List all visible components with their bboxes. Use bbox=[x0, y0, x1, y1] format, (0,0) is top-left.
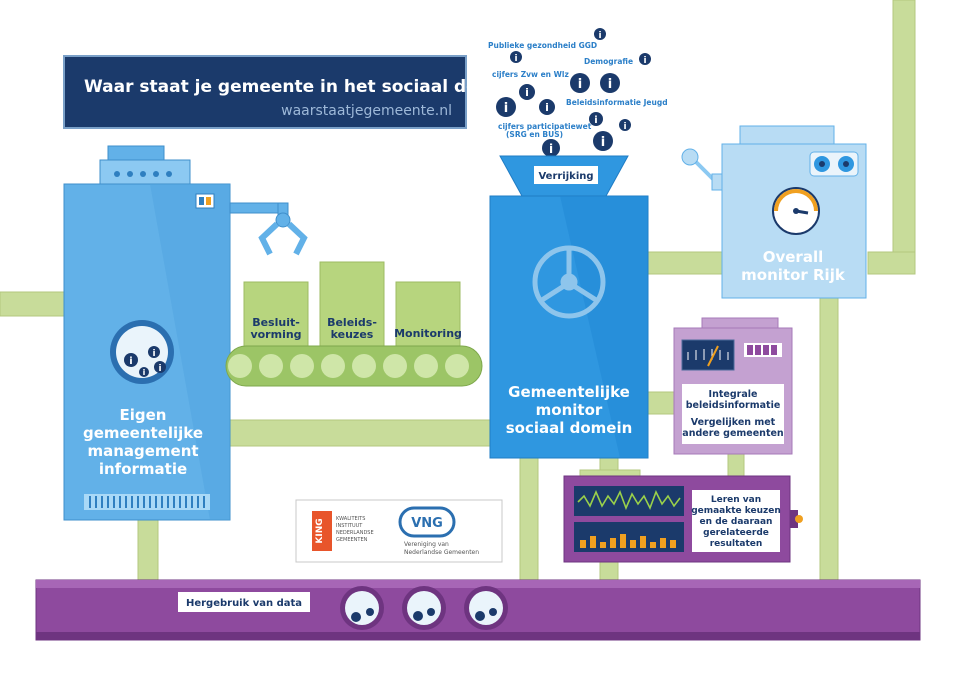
svg-text:i: i bbox=[545, 101, 549, 114]
svg-text:beleidsinformatie: beleidsinformatie bbox=[686, 400, 781, 411]
conveyor-box-beleidskeuzes: Beleids- bbox=[327, 316, 377, 329]
leren-label: Leren van bbox=[711, 495, 761, 505]
bars-icon bbox=[580, 534, 676, 548]
logos-panel: KING KWALITEITS INSTITUUT NEDERLANDSE GE… bbox=[295, 499, 503, 563]
left-machine-label: Eigen gemeentelijke management informati… bbox=[83, 406, 203, 478]
svg-text:Eigen: Eigen bbox=[120, 406, 167, 424]
svg-text:i: i bbox=[525, 86, 529, 99]
svg-text:i: i bbox=[594, 115, 597, 126]
rijk-machine-label: Overall monitor Rijk bbox=[741, 248, 846, 284]
svg-text:management: management bbox=[87, 442, 198, 460]
hergebruik-label: Hergebruik van data bbox=[186, 598, 302, 609]
svg-text:i: i bbox=[578, 77, 582, 92]
source-zvw-wlz: cijfers Zvw en Wlz bbox=[492, 70, 569, 79]
left-machine: i i i i Eigen gemeentelijke management i… bbox=[63, 145, 231, 521]
svg-text:i: i bbox=[623, 122, 626, 132]
integrale-beleidsinformatie-label: Integrale bbox=[709, 389, 758, 400]
svg-text:i: i bbox=[152, 349, 155, 359]
svg-text:Vereniging van: Vereniging van bbox=[404, 541, 449, 548]
source-demografie: Demografie bbox=[584, 57, 633, 66]
svg-text:i: i bbox=[608, 77, 612, 92]
header-banner: Waar staat je gemeente in het sociaal do… bbox=[63, 55, 535, 129]
svg-text:andere gemeenten: andere gemeenten bbox=[682, 428, 784, 439]
svg-text:KING: KING bbox=[315, 518, 325, 543]
gauge-icon bbox=[772, 187, 820, 235]
left-porthole: i i i i bbox=[110, 320, 174, 384]
svg-text:i: i bbox=[549, 142, 553, 156]
king-logo: KING KWALITEITS INSTITUUT NEDERLANDSE GE… bbox=[312, 511, 374, 551]
svg-text:i: i bbox=[129, 356, 132, 367]
svg-text:i: i bbox=[601, 135, 605, 150]
header-title: Waar staat je gemeente in het sociaal do… bbox=[84, 77, 535, 97]
svg-text:i: i bbox=[643, 56, 646, 66]
conveyor: Besluit- vorming Beleids- keuzes Monitor… bbox=[225, 261, 483, 387]
svg-text:resultaten: resultaten bbox=[710, 539, 763, 549]
source-srg-bus: (SRG en BUS) bbox=[506, 130, 563, 139]
conveyor-box-monitoring: Monitoring bbox=[394, 327, 462, 340]
funnel-label: Verrijking bbox=[538, 171, 593, 182]
leren-console: Leren van gemaakte keuzen en de daaraan … bbox=[563, 475, 803, 563]
svg-text:i: i bbox=[158, 364, 161, 374]
vergelijken-label: Vergelijken met bbox=[691, 417, 776, 428]
pipes bbox=[0, 0, 916, 595]
rijk-machine: Overall monitor Rijk bbox=[681, 125, 867, 299]
bottom-pipe: Hergebruik van data bbox=[35, 579, 921, 641]
svg-text:Gemeentelijke: Gemeentelijke bbox=[508, 383, 630, 401]
vng-logo: VNG Vereniging van Nederlandse Gemeenten bbox=[398, 506, 479, 556]
svg-text:en de daaraan: en de daaraan bbox=[700, 517, 773, 527]
svg-text:Nederlandse Gemeenten: Nederlandse Gemeenten bbox=[404, 549, 479, 556]
svg-text:Overall: Overall bbox=[763, 248, 824, 266]
svg-text:KWALITEITS: KWALITEITS bbox=[336, 516, 365, 522]
waveform-icon bbox=[577, 489, 681, 511]
svg-text:monitor Rijk: monitor Rijk bbox=[741, 266, 846, 284]
svg-text:i: i bbox=[504, 101, 508, 116]
svg-text:NEDERLANDSE: NEDERLANDSE bbox=[336, 530, 374, 536]
svg-text:informatie: informatie bbox=[99, 460, 187, 478]
bottom-portholes bbox=[340, 586, 508, 630]
svg-text:sociaal domein: sociaal domein bbox=[506, 419, 633, 437]
header-url: waarstaatjegemeente.nl bbox=[281, 103, 452, 119]
info-icons: i i i i i i i i i i i i bbox=[496, 28, 651, 157]
svg-text:i: i bbox=[514, 54, 517, 64]
robot-arm bbox=[229, 202, 308, 256]
svg-text:GEMEENTEN: GEMEENTEN bbox=[336, 537, 368, 543]
svg-text:gerelateerde: gerelateerde bbox=[703, 528, 769, 538]
svg-text:vorming: vorming bbox=[250, 328, 301, 341]
integrale-console: Integrale beleidsinformatie Vergelijken … bbox=[673, 317, 793, 455]
funnel: Verrijking bbox=[499, 155, 629, 197]
svg-text:VNG: VNG bbox=[411, 516, 443, 531]
svg-text:i: i bbox=[143, 368, 146, 377]
svg-text:monitor: monitor bbox=[536, 401, 603, 419]
svg-text:gemeentelijke: gemeentelijke bbox=[83, 424, 203, 442]
center-machine-label: Gemeentelijke monitor sociaal domein bbox=[506, 383, 633, 437]
center-machine: Gemeentelijke monitor sociaal domein bbox=[489, 195, 649, 459]
svg-text:keuzes: keuzes bbox=[331, 328, 374, 341]
svg-text:INSTITUUT: INSTITUUT bbox=[336, 523, 363, 529]
svg-text:gemaakte keuzen: gemaakte keuzen bbox=[691, 506, 781, 516]
source-ggd: Publieke gezondheid GGD bbox=[488, 41, 597, 50]
source-jeugd: Beleidsinformatie Jeugd bbox=[566, 98, 668, 107]
data-sources: Publieke gezondheid GGD Demografie cijfe… bbox=[488, 28, 668, 157]
conveyor-box-besluitvorming: Besluit- bbox=[252, 316, 300, 329]
svg-text:i: i bbox=[598, 31, 601, 41]
source-participatiewet: cijfers participatiewet bbox=[498, 122, 592, 131]
left-machine-vent bbox=[89, 496, 205, 508]
steering-wheel-icon bbox=[532, 245, 606, 319]
